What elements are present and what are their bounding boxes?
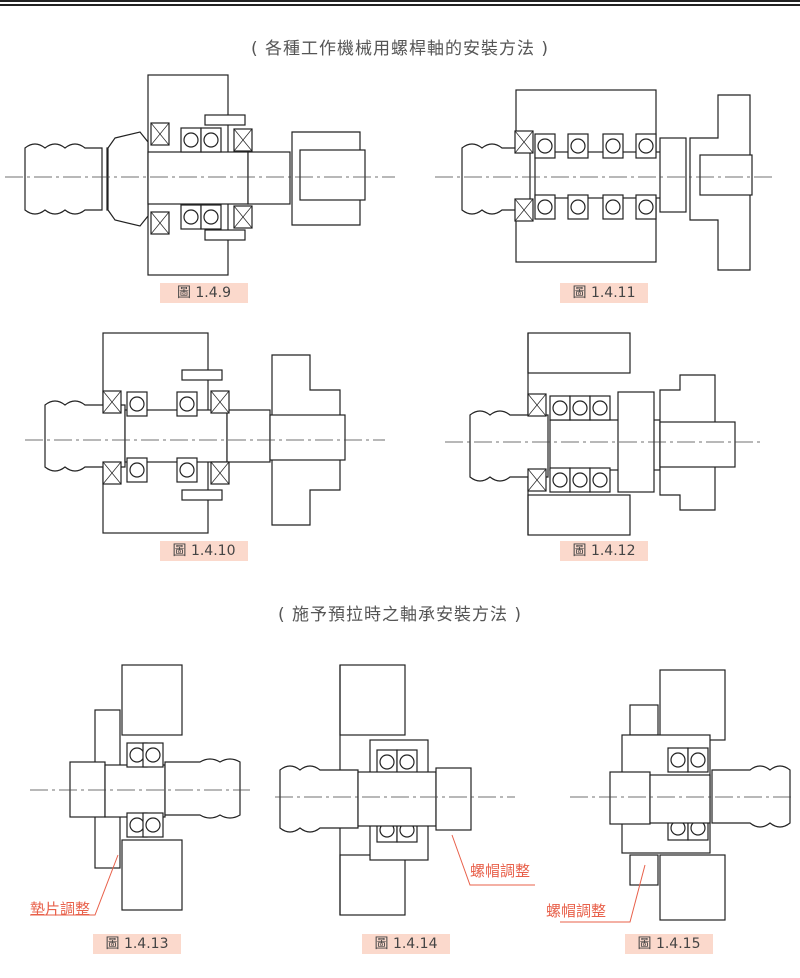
fig-1-4-14-callout: 螺帽調整 xyxy=(470,862,531,880)
top-rule xyxy=(0,0,800,6)
fig-1-4-12-drawing xyxy=(445,332,760,536)
fig-1-4-11-drawing xyxy=(435,89,772,271)
fig-1-4-15-drawing xyxy=(560,669,795,923)
screw-shaft xyxy=(24,143,103,215)
fig-1-4-11-caption: 圖 1.4.11 xyxy=(560,283,648,303)
section-title-preload-bearing-mounting: ( 施予預拉時之軸承安裝方法 ) xyxy=(277,605,523,625)
fig-1-4-13-drawing xyxy=(30,664,250,916)
fig-1-4-10-caption: 圖 1.4.10 xyxy=(160,541,248,561)
callout-leader-line xyxy=(451,834,535,886)
section-title-machine-tool-mounting: ( 各種工作機械用螺桿軸的安裝方法 ) xyxy=(250,39,550,59)
fig-1-4-14-drawing xyxy=(275,664,535,916)
fig-1-4-10-drawing xyxy=(25,332,385,534)
fig-1-4-9-drawing xyxy=(5,74,395,276)
callout-leader-line xyxy=(560,864,646,923)
fig-1-4-14-caption: 圖 1.4.14 xyxy=(362,934,450,954)
fig-1-4-12-caption: 圖 1.4.12 xyxy=(560,541,648,561)
fig-1-4-9-caption: 圖 1.4.9 xyxy=(160,283,248,303)
fig-1-4-15-callout: 螺帽調整 xyxy=(546,902,607,920)
fig-1-4-13-caption: 圖 1.4.13 xyxy=(93,934,181,954)
fig-1-4-15-caption: 圖 1.4.15 xyxy=(625,934,713,954)
fig-1-4-13-callout: 墊片調整 xyxy=(30,900,91,918)
callout-leader-line xyxy=(30,854,119,916)
